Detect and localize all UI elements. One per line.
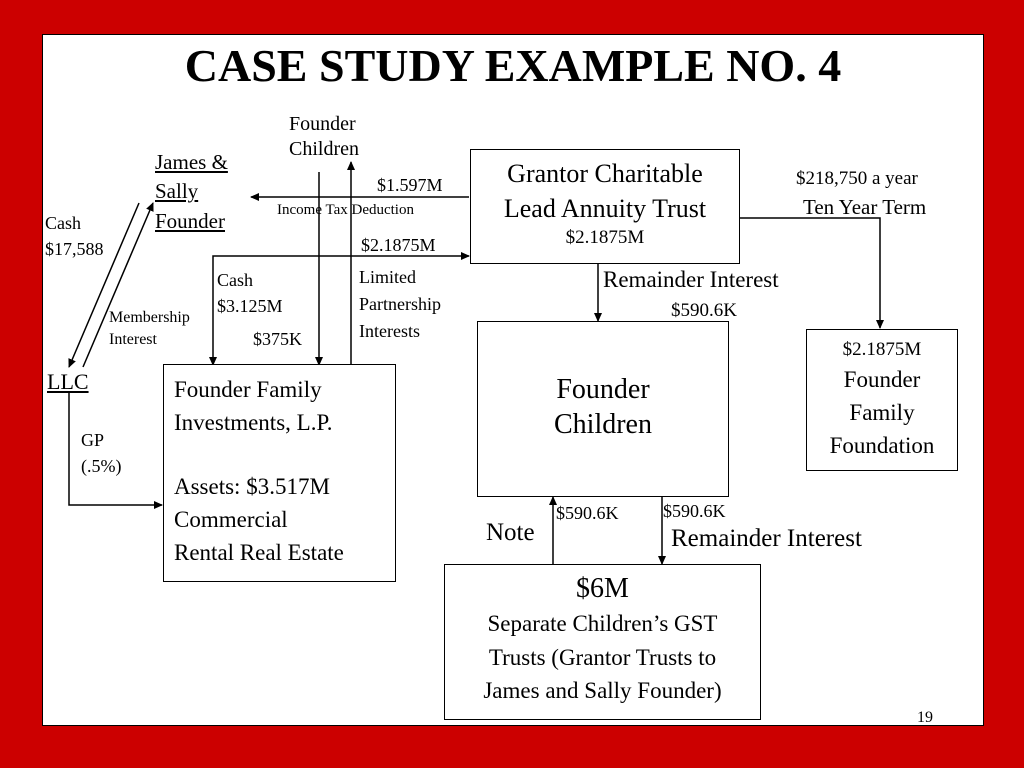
arrow-cash-to-flp: [209, 255, 319, 366]
flp-line-5: Rental Real Estate: [174, 540, 344, 566]
cash-17588-label: Cash $17,588: [45, 210, 104, 262]
amount-21875m-to-clat: $2.1875M: [361, 235, 436, 255]
lp-interests-line-2: Partnership: [359, 294, 441, 314]
foundation-line-3: Foundation: [829, 433, 935, 459]
cash-3125m-line-2: $3.125M: [217, 296, 283, 317]
founder-children-box-line-1: Founder: [556, 374, 650, 405]
flp-box: Founder Family Investments, L.P. Assets:…: [163, 364, 396, 582]
founder-children-top-line-2: Children: [289, 138, 359, 160]
flp-line-1: Founder Family: [174, 377, 322, 402]
membership-interest-line-2: Interest: [109, 330, 157, 348]
connector-arrows: [68, 161, 884, 565]
clat-value: $2.1875M: [565, 227, 645, 249]
founder-children-top-line-1: Founder: [289, 113, 356, 135]
arrow-founders-to-llc: [68, 202, 140, 368]
cash-17588-line-2: $17,588: [45, 239, 104, 260]
amount-1597m: $1.597M: [377, 175, 443, 195]
cash-3125m-line-1: Cash: [217, 270, 253, 290]
foundation-box: $2.1875M Founder Family Foundation: [806, 329, 958, 471]
lp-interests-line-3: Interests: [359, 321, 420, 341]
flp-line-2: Investments, L.P.: [174, 410, 333, 436]
cash-3125m-label: Cash $3.125M: [217, 267, 283, 319]
membership-interest-label: Membership Interest: [109, 307, 190, 350]
foundation-line-1: Founder: [843, 366, 921, 392]
arrow-llc-to-founders: [82, 202, 154, 368]
gp-line-1: GP: [81, 430, 105, 450]
gst-line-1: Separate Children’s GST: [487, 611, 718, 637]
membership-interest-line-1: Membership: [109, 309, 190, 326]
remainder-interest-label-1: Remainder Interest: [603, 267, 779, 292]
lp-interests-line-1: Limited: [359, 267, 416, 287]
gst-trusts-box: $6M Separate Children’s GST Trusts (Gran…: [444, 564, 761, 720]
james-sally-line-1: James &: [155, 150, 228, 174]
llc-node: LLC: [47, 369, 89, 394]
gp-label: GP (.5%): [81, 427, 121, 479]
slide: CASE STUDY EXAMPLE NO. 4: [42, 34, 984, 726]
annuity-per-year-label: $218,750 a year: [796, 168, 918, 189]
james-sally-founder-node: James & Sally Founder: [155, 148, 228, 236]
clat-title-line-2: Lead Annuity Trust: [503, 194, 707, 224]
page-number: 19: [917, 709, 933, 726]
james-sally-line-2: Sally: [155, 179, 199, 204]
founder-children-top-label: Founder Children: [289, 112, 359, 162]
ten-year-term-label: Ten Year Term: [803, 195, 927, 219]
arrow-clat-to-foundation: [739, 217, 884, 329]
clat-box: Grantor Charitable Lead Annuity Trust $2…: [470, 149, 740, 264]
foundation-line-2: Family: [849, 400, 915, 426]
clat-title-line-1: Grantor Charitable: [507, 159, 703, 188]
cash-17588-line-1: Cash: [45, 213, 81, 233]
flp-line-4: Commercial: [174, 507, 288, 533]
founder-children-box: Founder Children: [477, 321, 729, 497]
james-sally-line-3: Founder: [155, 208, 225, 233]
income-tax-deduction-label: Income Tax Deduction: [277, 202, 414, 218]
amount-5906k-remainder-1: $590.6K: [671, 300, 737, 321]
gst-line-2: Trusts (Grantor Trusts to: [488, 644, 717, 670]
note-label: Note: [486, 519, 535, 546]
amount-5906k-note: $590.6K: [556, 503, 619, 523]
arrow-llc-to-flp: [68, 393, 163, 509]
remainder-interest-label-2: Remainder Interest: [671, 525, 862, 552]
flp-line-3: Assets: $3.517M: [174, 473, 330, 499]
gp-line-2: (.5%): [81, 456, 122, 477]
amount-5906k-remainder-2: $590.6K: [663, 501, 726, 521]
foundation-value: $2.1875M: [842, 339, 922, 360]
founder-children-box-line-2: Children: [554, 409, 652, 440]
amount-375k: $375K: [253, 329, 302, 349]
lp-interests-label: Limited Partnership Interests: [359, 264, 441, 345]
gst-value: $6M: [576, 573, 629, 604]
gst-line-3: James and Sally Founder): [483, 678, 722, 704]
slide-title: CASE STUDY EXAMPLE NO. 4: [184, 40, 842, 91]
